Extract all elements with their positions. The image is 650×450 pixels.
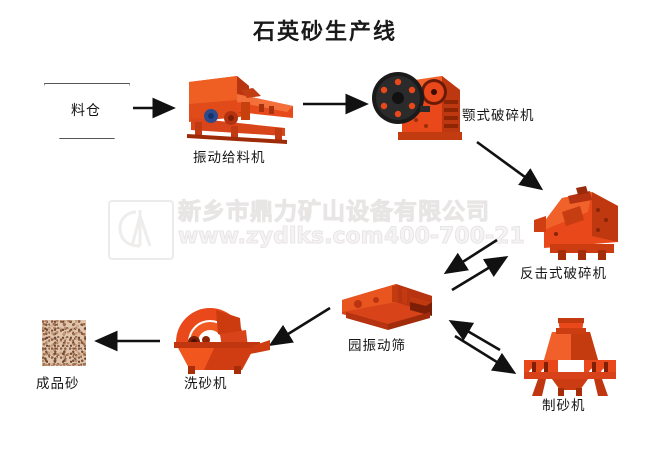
- watermark-website: www.zydlks.com: [178, 224, 385, 250]
- sand-washer-machine-icon: [174, 308, 270, 374]
- node-hopper[interactable]: 料仓: [44, 83, 130, 139]
- watermark-phone: 400-700-21: [384, 224, 526, 250]
- jaw-crusher-label: 颚式破碎机: [462, 108, 535, 124]
- arrow-sandmaker-to-screen: [448, 320, 501, 352]
- vibrating-feeder-machine-icon: [187, 76, 293, 144]
- impact-crusher-machine-icon: [534, 186, 618, 260]
- arrow-screen-to-sandmaker: [454, 334, 517, 375]
- arrow-screen-to-impact: [451, 255, 509, 292]
- node-sand-maker[interactable]: 制砂机: [518, 318, 622, 414]
- node-impact-crusher[interactable]: 反击式破碎机: [520, 186, 624, 282]
- node-jaw-crusher[interactable]: 颚式破碎机: [368, 62, 534, 144]
- company-logo-icon: [108, 200, 174, 260]
- hopper-label: 料仓: [71, 103, 101, 119]
- impact-crusher-label: 反击式破碎机: [520, 266, 607, 282]
- vibrating-feeder-label: 振动给料机: [193, 150, 266, 166]
- node-vibrating-feeder[interactable]: 振动给料机: [175, 72, 303, 166]
- watermark: 新乡市鼎力矿山设备有限公司 www.zydlks.com 400-700-21: [108, 192, 578, 260]
- finished-sand-label: 成品砂: [36, 376, 80, 392]
- page-title: 石英砂生产线: [252, 20, 397, 45]
- sand-making-machine-icon: [524, 318, 616, 396]
- watermark-company: 新乡市鼎力矿山设备有限公司: [178, 199, 490, 226]
- jaw-crusher-machine-icon: [372, 72, 462, 140]
- arrow-screen-to-washer: [268, 306, 331, 347]
- circular-vibrating-screen-machine-icon: [342, 284, 432, 330]
- arrow-jaw-to-impact: [476, 140, 544, 191]
- sand-maker-label: 制砂机: [542, 398, 586, 414]
- node-vibrating-screen[interactable]: 园振动筛: [336, 278, 442, 354]
- sand-pile-swatch-icon: [42, 320, 86, 366]
- arrow-impact-to-screen: [443, 238, 498, 275]
- vibrating-screen-label: 园振动筛: [348, 338, 406, 354]
- sand-washer-label: 洗砂机: [184, 376, 228, 392]
- node-sand-washer[interactable]: 洗砂机: [164, 284, 274, 392]
